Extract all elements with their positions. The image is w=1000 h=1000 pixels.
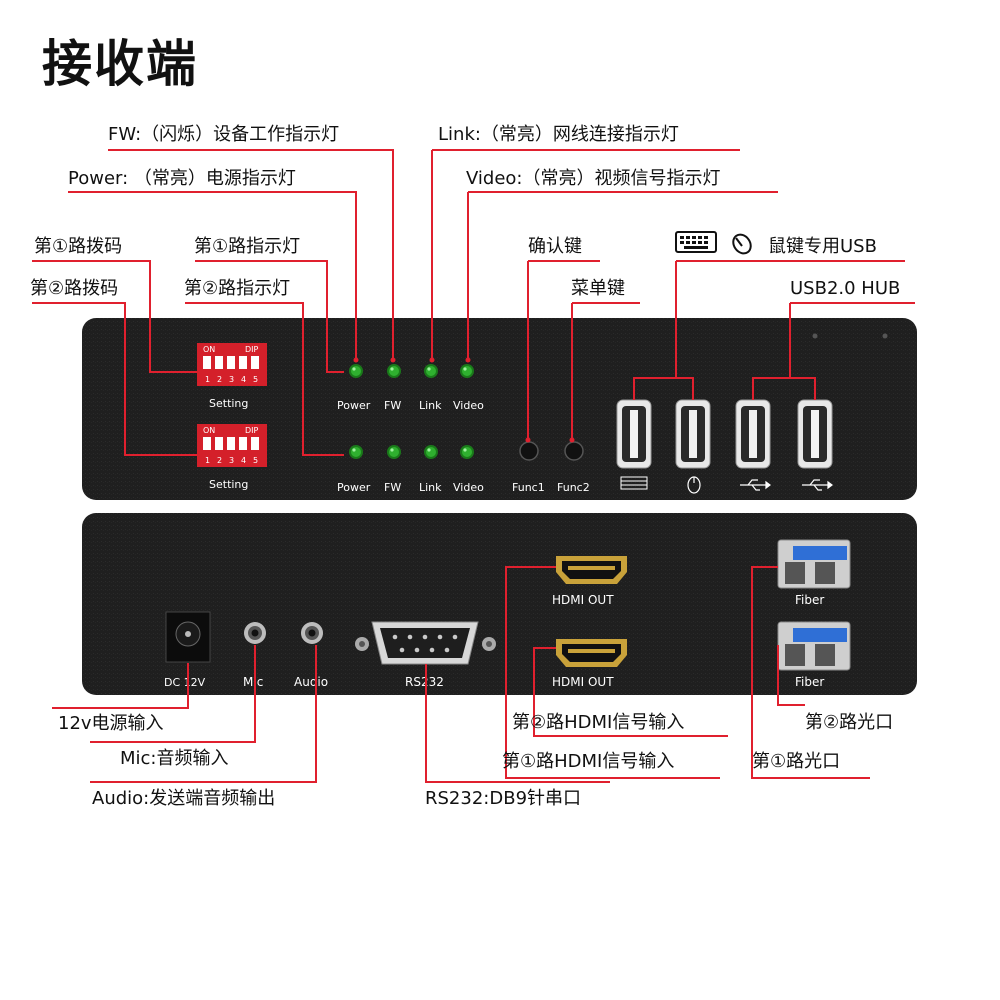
led-video-1 — [460, 364, 474, 378]
rs232-db9-port[interactable] — [355, 621, 496, 665]
callout-audio-out: Audio:发送端音频输出 — [92, 788, 275, 809]
hdmi-out-label-2: HDMI OUT — [552, 675, 614, 689]
callout-power-in: 12v电源输入 — [58, 713, 164, 734]
dip-num: 4 — [241, 375, 246, 384]
dip-num: 2 — [217, 375, 222, 384]
hdmi-port-2[interactable] — [556, 639, 627, 667]
audio-jack[interactable] — [301, 622, 323, 644]
callout-led1: 第①路指示灯 — [194, 236, 300, 257]
led-power-2 — [349, 445, 363, 459]
led-video-2 — [460, 445, 474, 459]
page-title: 接收端 — [42, 35, 198, 93]
callout-dip2: 第②路拨码 — [30, 278, 118, 299]
mouse-icon — [732, 233, 752, 255]
led-fw-1 — [387, 364, 401, 378]
mic-jack[interactable] — [244, 622, 266, 644]
hdmi-out-label-1: HDMI OUT — [552, 593, 614, 607]
fiber-label-1: Fiber — [795, 593, 824, 607]
svg-text:DIP: DIP — [245, 345, 259, 354]
callout-power: Power: （常亮）电源指示灯 — [68, 168, 296, 189]
dip-num: 5 — [253, 456, 258, 465]
dip-num: 4 — [241, 456, 246, 465]
svg-text:DIP: DIP — [245, 426, 259, 435]
led-label-video: Video — [453, 481, 484, 494]
led-power-1 — [349, 364, 363, 378]
callout-dots — [353, 357, 575, 443]
led-label-link: Link — [419, 481, 442, 494]
keyboard-icon — [675, 231, 717, 253]
setting-label-1: Setting — [209, 397, 248, 410]
dip-switch-1[interactable]: ON DIP 1 2 3 4 5 — [197, 343, 267, 386]
usb-port-hub-2[interactable] — [797, 399, 833, 469]
hdmi-port-1[interactable] — [556, 556, 627, 584]
led-label-power: Power — [337, 481, 371, 494]
rs232-label: RS232 — [405, 675, 444, 689]
svg-text:ON: ON — [203, 426, 215, 435]
dc-power-jack[interactable] — [165, 611, 211, 663]
callout-kbmouse-usb: 鼠键专用USB — [768, 236, 877, 257]
led-label-link: Link — [419, 399, 442, 412]
svg-text:ON: ON — [203, 345, 215, 354]
audio-label: Audio — [294, 675, 328, 689]
led-label-power: Power — [337, 399, 371, 412]
callout-video: Video:（常亮）视频信号指示灯 — [466, 168, 721, 189]
dip-num: 1 — [205, 375, 210, 384]
usb-port-mouse[interactable] — [675, 399, 711, 469]
func2-label: Func2 — [557, 481, 590, 494]
usb-symbol-icon — [802, 479, 833, 491]
led-label-fw: FW — [384, 481, 401, 494]
callout-mic-in: Mic:音频输入 — [120, 748, 229, 769]
mic-label: Mic — [243, 675, 263, 689]
func1-label: Func1 — [512, 481, 545, 494]
dip-num: 2 — [217, 456, 222, 465]
callout-fiber2: 第②路光口 — [805, 712, 893, 733]
led-label-video: Video — [453, 399, 484, 412]
callout-rs232: RS232:DB9针串口 — [425, 788, 581, 809]
callout-link: Link:（常亮）网线连接指示灯 — [438, 124, 679, 145]
fiber-port-2[interactable] — [777, 621, 851, 671]
callout-confirm: 确认键 — [528, 236, 582, 257]
mouse-icon — [687, 476, 701, 494]
callout-fw: FW:（闪烁）设备工作指示灯 — [108, 124, 339, 145]
callout-hdmi1: 第①路HDMI信号输入 — [502, 751, 674, 772]
dip-num: 3 — [229, 375, 234, 384]
callout-fiber1: 第①路光口 — [752, 751, 840, 772]
func2-button[interactable] — [564, 441, 584, 461]
dip-num: 3 — [229, 456, 234, 465]
led-link-1 — [424, 364, 438, 378]
fiber-port-1[interactable] — [777, 539, 851, 589]
fiber-label-2: Fiber — [795, 675, 824, 689]
callout-led2: 第②路指示灯 — [184, 278, 290, 299]
led-link-2 — [424, 445, 438, 459]
dc-label: DC 12V — [164, 676, 206, 689]
usb-port-hub-1[interactable] — [735, 399, 771, 469]
dip-num: 1 — [205, 456, 210, 465]
callout-lines — [32, 149, 915, 783]
callout-usb-hub: USB2.0 HUB — [790, 278, 900, 299]
dip-num: 5 — [253, 375, 258, 384]
callout-menu: 菜单键 — [571, 278, 625, 299]
usb-port-keyboard[interactable] — [616, 399, 652, 469]
led-fw-2 — [387, 445, 401, 459]
setting-label-2: Setting — [209, 478, 248, 491]
callout-dip1: 第①路拨码 — [34, 236, 122, 257]
callout-hdmi2: 第②路HDMI信号输入 — [512, 712, 684, 733]
rear-panel — [82, 513, 917, 695]
usb-symbol-icon — [740, 479, 771, 491]
func1-button[interactable] — [519, 441, 539, 461]
led-label-fw: FW — [384, 399, 401, 412]
dip-switch-2[interactable]: ON DIP 1 2 3 4 5 — [197, 424, 267, 467]
keyboard-icon — [620, 476, 648, 490]
